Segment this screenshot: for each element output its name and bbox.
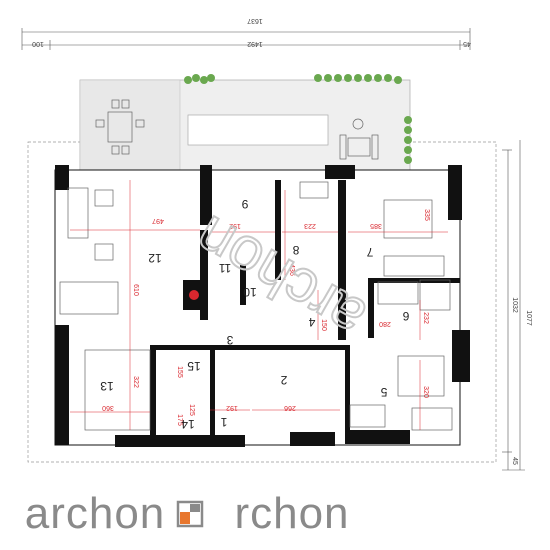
logo-text: archon — [25, 489, 166, 538]
room-11-label: 11 — [218, 261, 231, 275]
dim-232: 232 — [422, 312, 429, 324]
dim-280: 280 — [379, 320, 391, 327]
dim-top-total: 1637 — [247, 17, 263, 24]
dim-150: 150 — [320, 319, 327, 331]
interior-furniture — [59, 181, 453, 431]
dim-385: 385 — [370, 222, 382, 229]
house-walls — [54, 165, 470, 447]
room-9-label: 9 — [241, 197, 248, 211]
dim-322: 322 — [132, 376, 139, 388]
fireplace-flame-icon — [189, 290, 199, 300]
room-4-label: 4 — [308, 315, 315, 329]
plot-outline — [27, 141, 497, 463]
dim-right-small: 45 — [511, 457, 518, 465]
dim-top-mid: 1492 — [247, 40, 263, 47]
dim-223: 223 — [304, 222, 316, 229]
dim-192b: 192 — [226, 404, 238, 411]
room-5-label: 5 — [380, 385, 387, 399]
room-8-label: 8 — [292, 243, 299, 257]
dim-266: 266 — [284, 404, 296, 411]
terrace — [79, 79, 411, 176]
dim-192a: 192 — [229, 222, 241, 229]
room-dimension-lines — [70, 180, 448, 430]
dim-right-inner: 1032 — [511, 297, 518, 313]
dim-497: 497 — [152, 217, 164, 224]
right-dimensions — [502, 140, 525, 471]
dim-right-total: 1077 — [525, 310, 532, 326]
dim-top-left: 100 — [32, 40, 44, 47]
dim-360: 360 — [102, 404, 114, 411]
room-12-label: 12 — [148, 251, 162, 265]
dim-125: 125 — [188, 404, 195, 416]
dim-175: 175 — [176, 414, 183, 426]
room-13-label: 13 — [100, 379, 114, 393]
room-numbers: 1 2 3 4 5 6 7 8 9 10 11 12 13 14 15 — [100, 197, 409, 431]
room-15-label: 15 — [187, 359, 201, 373]
room-7-label: 7 — [366, 245, 373, 259]
dim-335: 335 — [423, 209, 430, 221]
archon-logo: archon rchon — [25, 489, 349, 538]
dim-320: 320 — [422, 386, 429, 398]
room-2-label: 2 — [280, 373, 287, 387]
top-dimensions — [21, 28, 471, 50]
dim-436: 436 — [288, 264, 295, 276]
dim-155: 155 — [176, 366, 183, 378]
logo-text-right: rchon — [234, 489, 349, 538]
room-14-label: 14 — [181, 417, 195, 431]
dim-610: 610 — [132, 284, 139, 296]
terrace-furniture — [95, 99, 379, 160]
plants — [184, 74, 412, 164]
room-3-label: 3 — [226, 333, 233, 347]
dim-top-right: 45 — [463, 40, 471, 47]
room-10-label: 10 — [243, 285, 257, 299]
room-1-label: 1 — [220, 415, 227, 429]
room-6-label: 6 — [402, 309, 409, 323]
